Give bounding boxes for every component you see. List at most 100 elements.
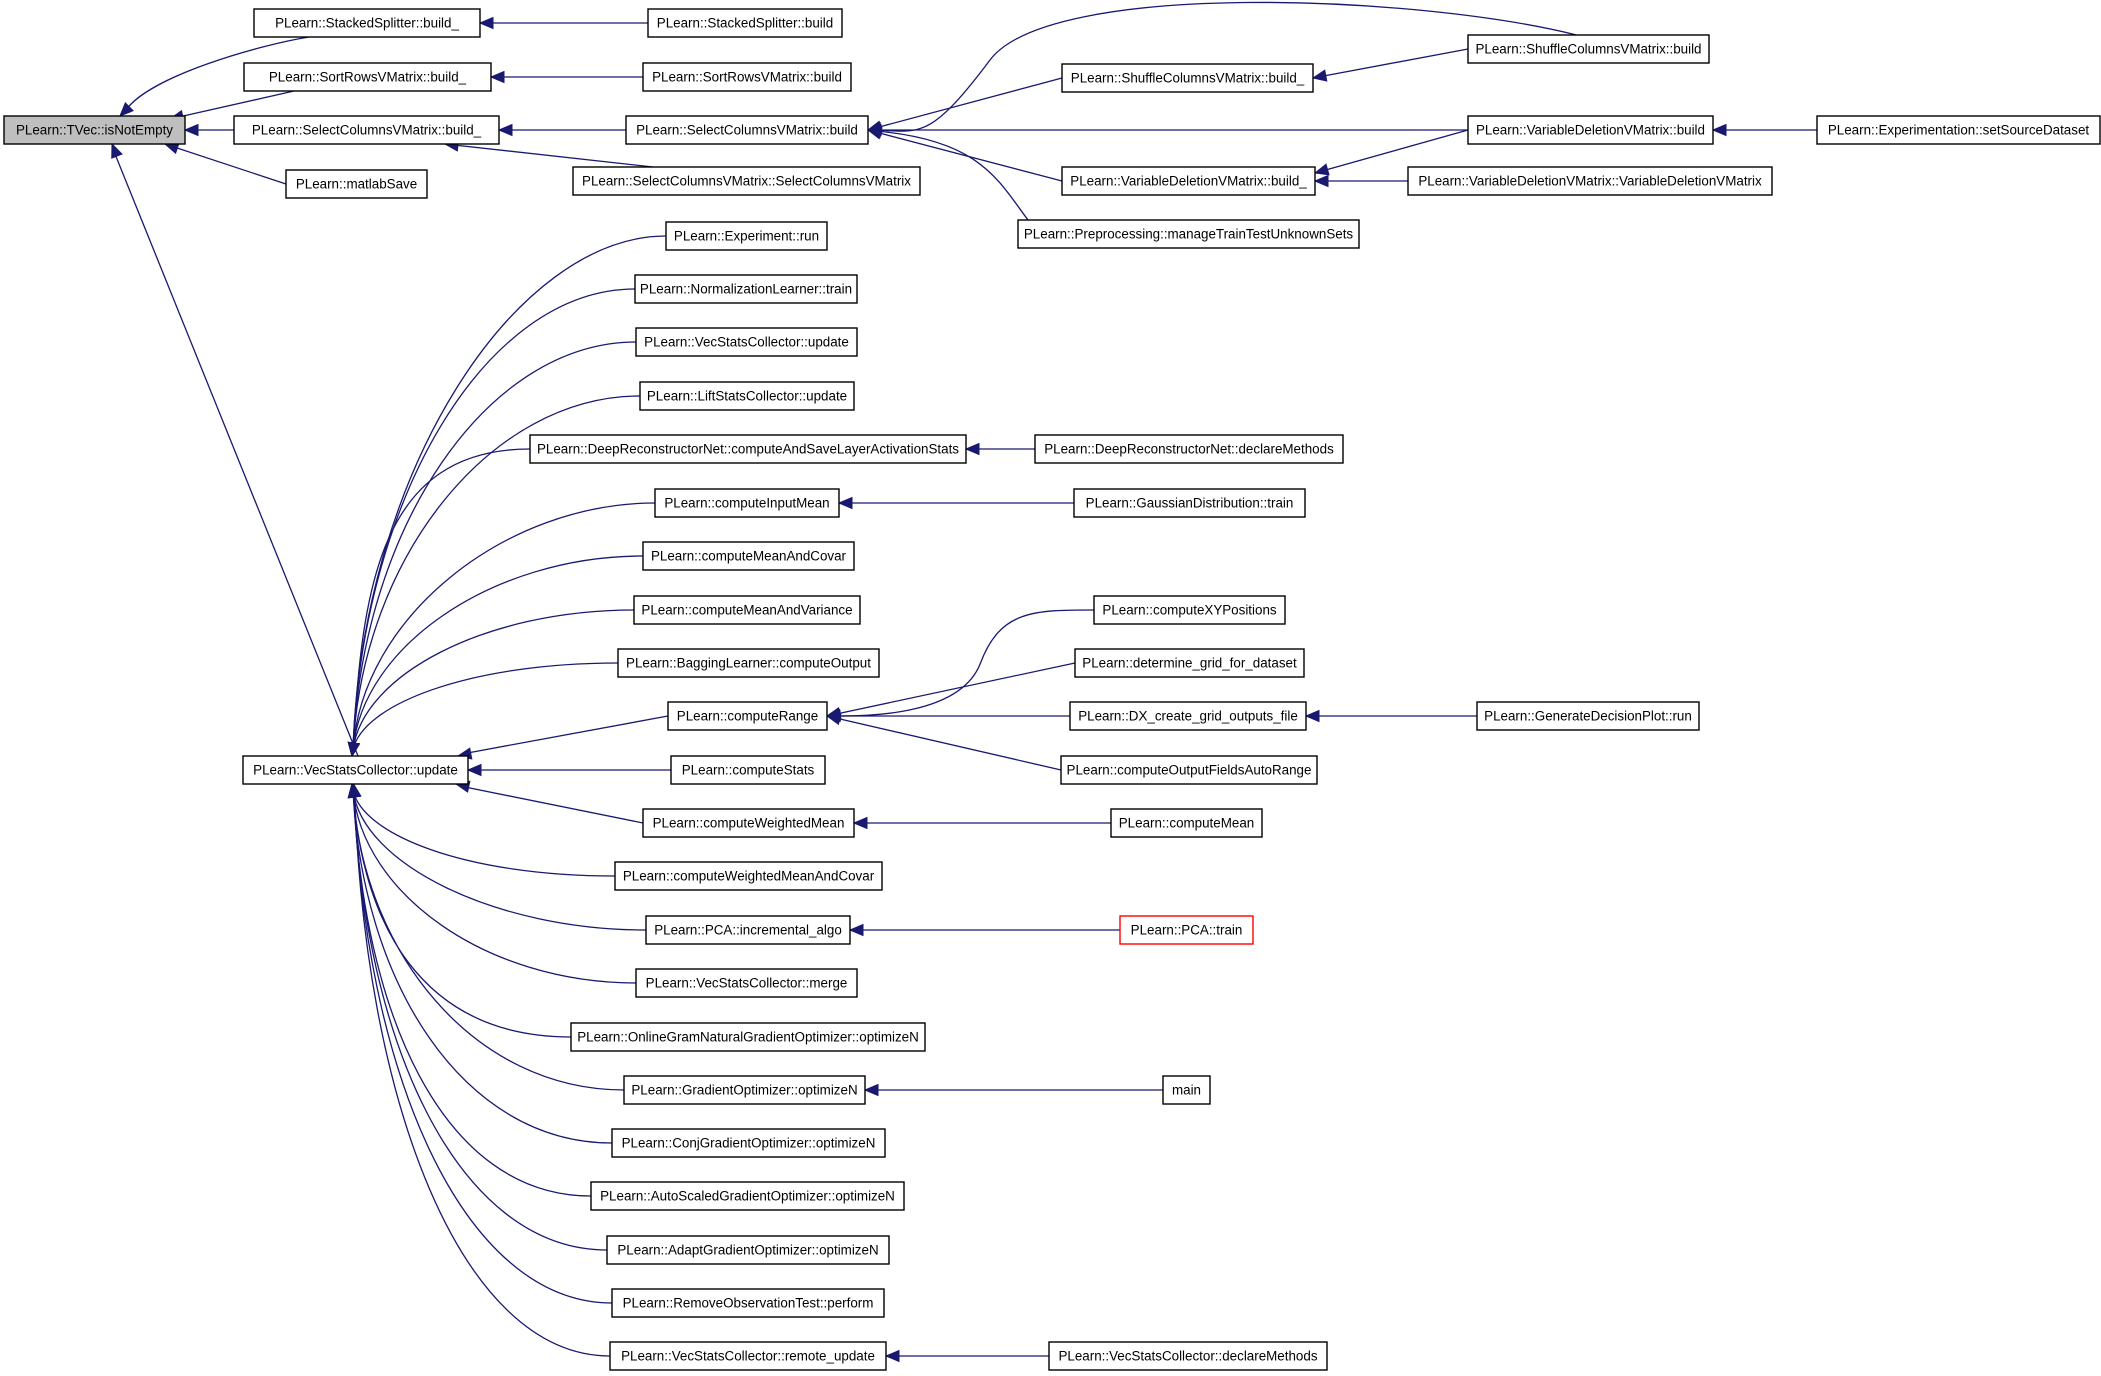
node-label: PLearn::computeOutputFieldsAutoRange xyxy=(1067,763,1312,778)
node-xypos[interactable]: PLearn::computeXYPositions xyxy=(1093,595,1286,625)
edge-onlinegram-to-vsc_update xyxy=(352,789,572,1038)
node-gradopt[interactable]: PLearn::GradientOptimizer::optimizeN xyxy=(623,1075,866,1105)
node-label: PLearn::computeXYPositions xyxy=(1102,603,1276,618)
node-selcols-build[interactable]: PLearn::SelectColumnsVMatrix::build xyxy=(625,115,869,145)
call-nodes: PLearn::TVec::isNotEmpty PLearn::StackedS… xyxy=(3,8,2101,1371)
node-box xyxy=(609,1341,887,1371)
node-label: PLearn::computeWeightedMean xyxy=(653,816,845,831)
node-vsc-update[interactable]: PLearn::VecStatsCollector::update xyxy=(242,755,469,785)
edge-removeobs-to-vsc_update xyxy=(353,789,613,1304)
node-outfields[interactable]: PLearn::computeOutputFieldsAutoRange xyxy=(1060,755,1318,785)
node-label: PLearn::PCA::train xyxy=(1131,923,1243,938)
node-box xyxy=(1060,755,1318,785)
node-box xyxy=(606,1235,890,1265)
node-shuffle-build[interactable]: PLearn::ShuffleColumnsVMatrix::build xyxy=(1467,34,1710,64)
node-normlearner[interactable]: PLearn::NormalizationLearner::train xyxy=(634,274,858,304)
node-gauss-train[interactable]: PLearn::GaussianDistribution::train xyxy=(1073,488,1306,518)
node-lift-update[interactable]: PLearn::LiftStatsCollector::update xyxy=(639,381,855,411)
node-shuffle-build-[interactable]: PLearn::ShuffleColumnsVMatrix::build_ xyxy=(1061,63,1314,93)
node-box xyxy=(645,915,851,945)
node-box xyxy=(1061,166,1316,196)
edge-shuffle_build_-to-selcols_build xyxy=(867,77,1063,131)
edge-bagging-to-vsc_update xyxy=(352,662,619,751)
node-meancovar[interactable]: PLearn::computeMeanAndCovar xyxy=(642,541,855,571)
edge-vsc_update-to-root-arrowhead xyxy=(111,142,123,159)
node-dxgrid[interactable]: PLearn::DX_create_grid_outputs_file xyxy=(1069,701,1307,731)
node-preproc[interactable]: PLearn::Preprocessing::manageTrainTestUn… xyxy=(1017,219,1360,249)
node-stacked-build[interactable]: PLearn::StackedSplitter::build xyxy=(647,8,843,38)
node-vardel-build-[interactable]: PLearn::VariableDeletionVMatrix::build_ xyxy=(1061,166,1316,196)
node-conjgrad[interactable]: PLearn::ConjGradientOptimizer::optimizeN xyxy=(611,1128,886,1158)
node-mean[interactable]: PLearn::computeMean xyxy=(1110,808,1263,838)
node-onlinegram[interactable]: PLearn::OnlineGramNaturalGradientOptimiz… xyxy=(570,1022,926,1052)
edge-xypos-to-range xyxy=(834,609,1095,717)
node-label: PLearn::DeepReconstructorNet::declareMet… xyxy=(1044,442,1334,457)
edge-stacked_build-to-stacked_build_-arrowhead xyxy=(478,16,494,30)
node-meanvar[interactable]: PLearn::computeMeanAndVariance xyxy=(633,595,861,625)
edge-vardel_build_-to-selcols_build xyxy=(867,129,1063,182)
node-label: PLearn::OnlineGramNaturalGradientOptimiz… xyxy=(577,1030,919,1045)
node-experiment-run[interactable]: PLearn::Experiment::run xyxy=(665,221,828,251)
edge-selcols_build_-to-root-arrowhead xyxy=(183,123,199,137)
edge-preproc-to-selcols_build-arrowhead xyxy=(866,125,883,139)
edge-pca_train-to-pca_incr-arrowhead xyxy=(848,923,864,937)
node-pca-incr[interactable]: PLearn::PCA::incremental_algo xyxy=(645,915,851,945)
node-main[interactable]: main xyxy=(1162,1075,1211,1105)
edge-outfields-to-range-arrowhead xyxy=(825,712,842,726)
edge-vardel_build-to-vardel_build_ xyxy=(1314,129,1469,174)
node-box xyxy=(233,115,500,145)
node-inputmean[interactable]: PLearn::computeInputMean xyxy=(654,488,840,518)
node-wmeancovar[interactable]: PLearn::computeWeightedMeanAndCovar xyxy=(614,861,883,891)
node-stats[interactable]: PLearn::computeStats xyxy=(670,755,826,785)
node-box xyxy=(654,488,840,518)
node-pca-train[interactable]: PLearn::PCA::train xyxy=(1119,915,1254,945)
node-remote-update[interactable]: PLearn::VecStatsCollector::remote_update xyxy=(609,1341,887,1371)
node-gendec[interactable]: PLearn::GenerateDecisionPlot::run xyxy=(1476,701,1700,731)
node-box xyxy=(642,62,852,92)
node-stacked-build-[interactable]: PLearn::StackedSplitter::build_ xyxy=(253,8,481,38)
node-label: PLearn::VecStatsCollector::declareMethod… xyxy=(1058,1349,1317,1364)
node-box xyxy=(639,381,855,411)
node-label: PLearn::VariableDeletionVMatrix::build_ xyxy=(1070,174,1307,189)
node-box xyxy=(642,808,855,838)
node-selcols-build-[interactable]: PLearn::SelectColumnsVMatrix::build_ xyxy=(233,115,500,145)
node-sortrows-build-[interactable]: PLearn::SortRowsVMatrix::build_ xyxy=(243,62,492,92)
edge-gendec-to-dxgrid-arrowhead xyxy=(1304,709,1320,723)
node-matlabsave[interactable]: PLearn::matlabSave xyxy=(285,169,428,199)
node-vardel-build[interactable]: PLearn::VariableDeletionVMatrix::build xyxy=(1467,115,1714,145)
node-root[interactable]: PLearn::TVec::isNotEmpty xyxy=(3,115,186,145)
node-vsc-update-a[interactable]: PLearn::VecStatsCollector::update xyxy=(635,327,858,357)
node-sortrows-build[interactable]: PLearn::SortRowsVMatrix::build xyxy=(642,62,852,92)
node-deeprecon-decl[interactable]: PLearn::DeepReconstructorNet::declareMet… xyxy=(1034,434,1344,464)
node-label: PLearn::computeInputMean xyxy=(664,496,829,511)
node-wmean[interactable]: PLearn::computeWeightedMean xyxy=(642,808,855,838)
node-box xyxy=(3,115,186,145)
node-vsc-merge[interactable]: PLearn::VecStatsCollector::merge xyxy=(635,968,858,998)
node-bagging[interactable]: PLearn::BaggingLearner::computeOutput xyxy=(617,648,880,678)
node-label: PLearn::SelectColumnsVMatrix::build_ xyxy=(252,123,482,138)
node-deeprecon[interactable]: PLearn::DeepReconstructorNet::computeAnd… xyxy=(529,434,967,464)
node-autoscaled[interactable]: PLearn::AutoScaledGradientOptimizer::opt… xyxy=(590,1181,905,1211)
node-setsource[interactable]: PLearn::Experimentation::setSourceDatase… xyxy=(1816,115,2101,145)
node-box xyxy=(243,62,492,92)
node-box xyxy=(1073,488,1306,518)
node-vardel-ctor[interactable]: PLearn::VariableDeletionVMatrix::Variabl… xyxy=(1407,166,1773,196)
call-edges xyxy=(111,1,1817,1363)
node-vsc-decl[interactable]: PLearn::VecStatsCollector::declareMethod… xyxy=(1048,1341,1328,1371)
node-box xyxy=(1119,915,1254,945)
node-selcols-ctor[interactable]: PLearn::SelectColumnsVMatrix::SelectColu… xyxy=(572,166,921,196)
node-box xyxy=(1816,115,2101,145)
node-range[interactable]: PLearn::computeRange xyxy=(667,701,828,731)
node-label: PLearn::StackedSplitter::build_ xyxy=(275,16,459,31)
node-box xyxy=(570,1022,926,1052)
node-adapt[interactable]: PLearn::AdaptGradientOptimizer::optimize… xyxy=(606,1235,890,1265)
edge-wmean-to-vsc_update xyxy=(459,785,644,824)
node-box xyxy=(529,434,967,464)
node-label: PLearn::Experiment::run xyxy=(674,229,819,244)
node-label: PLearn::BaggingLearner::computeOutput xyxy=(626,656,871,671)
edge-range-to-vsc_update xyxy=(461,715,669,755)
node-removeobs[interactable]: PLearn::RemoveObservationTest::perform xyxy=(611,1288,885,1318)
node-box xyxy=(1467,34,1710,64)
node-gridds[interactable]: PLearn::determine_grid_for_dataset xyxy=(1074,648,1305,678)
edge-remote_update-to-vsc_update xyxy=(353,789,611,1357)
